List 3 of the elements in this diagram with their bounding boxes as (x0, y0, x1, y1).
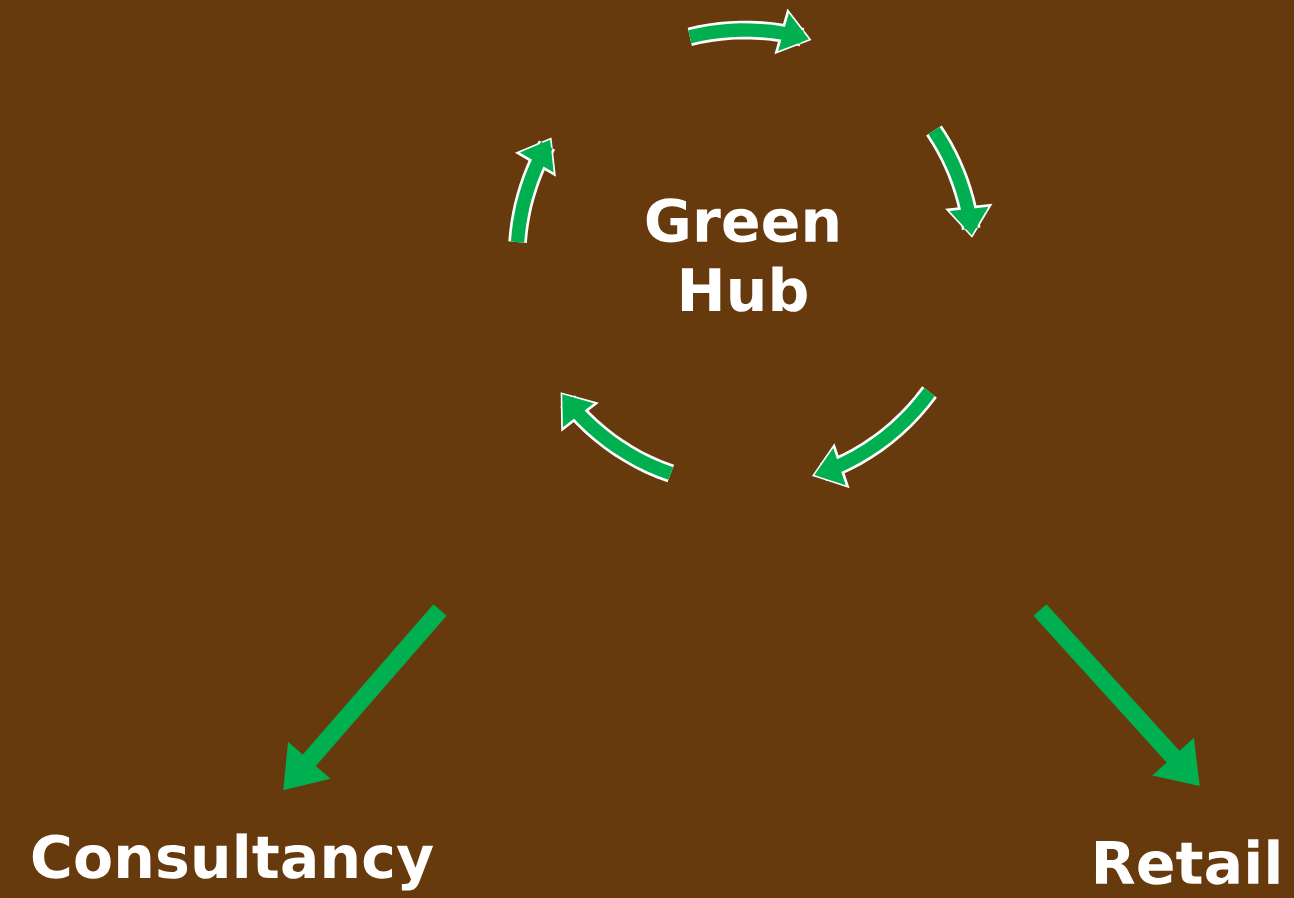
node-label: Retail (1096, 839, 1279, 885)
node-label: Green Hub (646, 198, 838, 312)
node-label: Consultancy (32, 833, 434, 891)
